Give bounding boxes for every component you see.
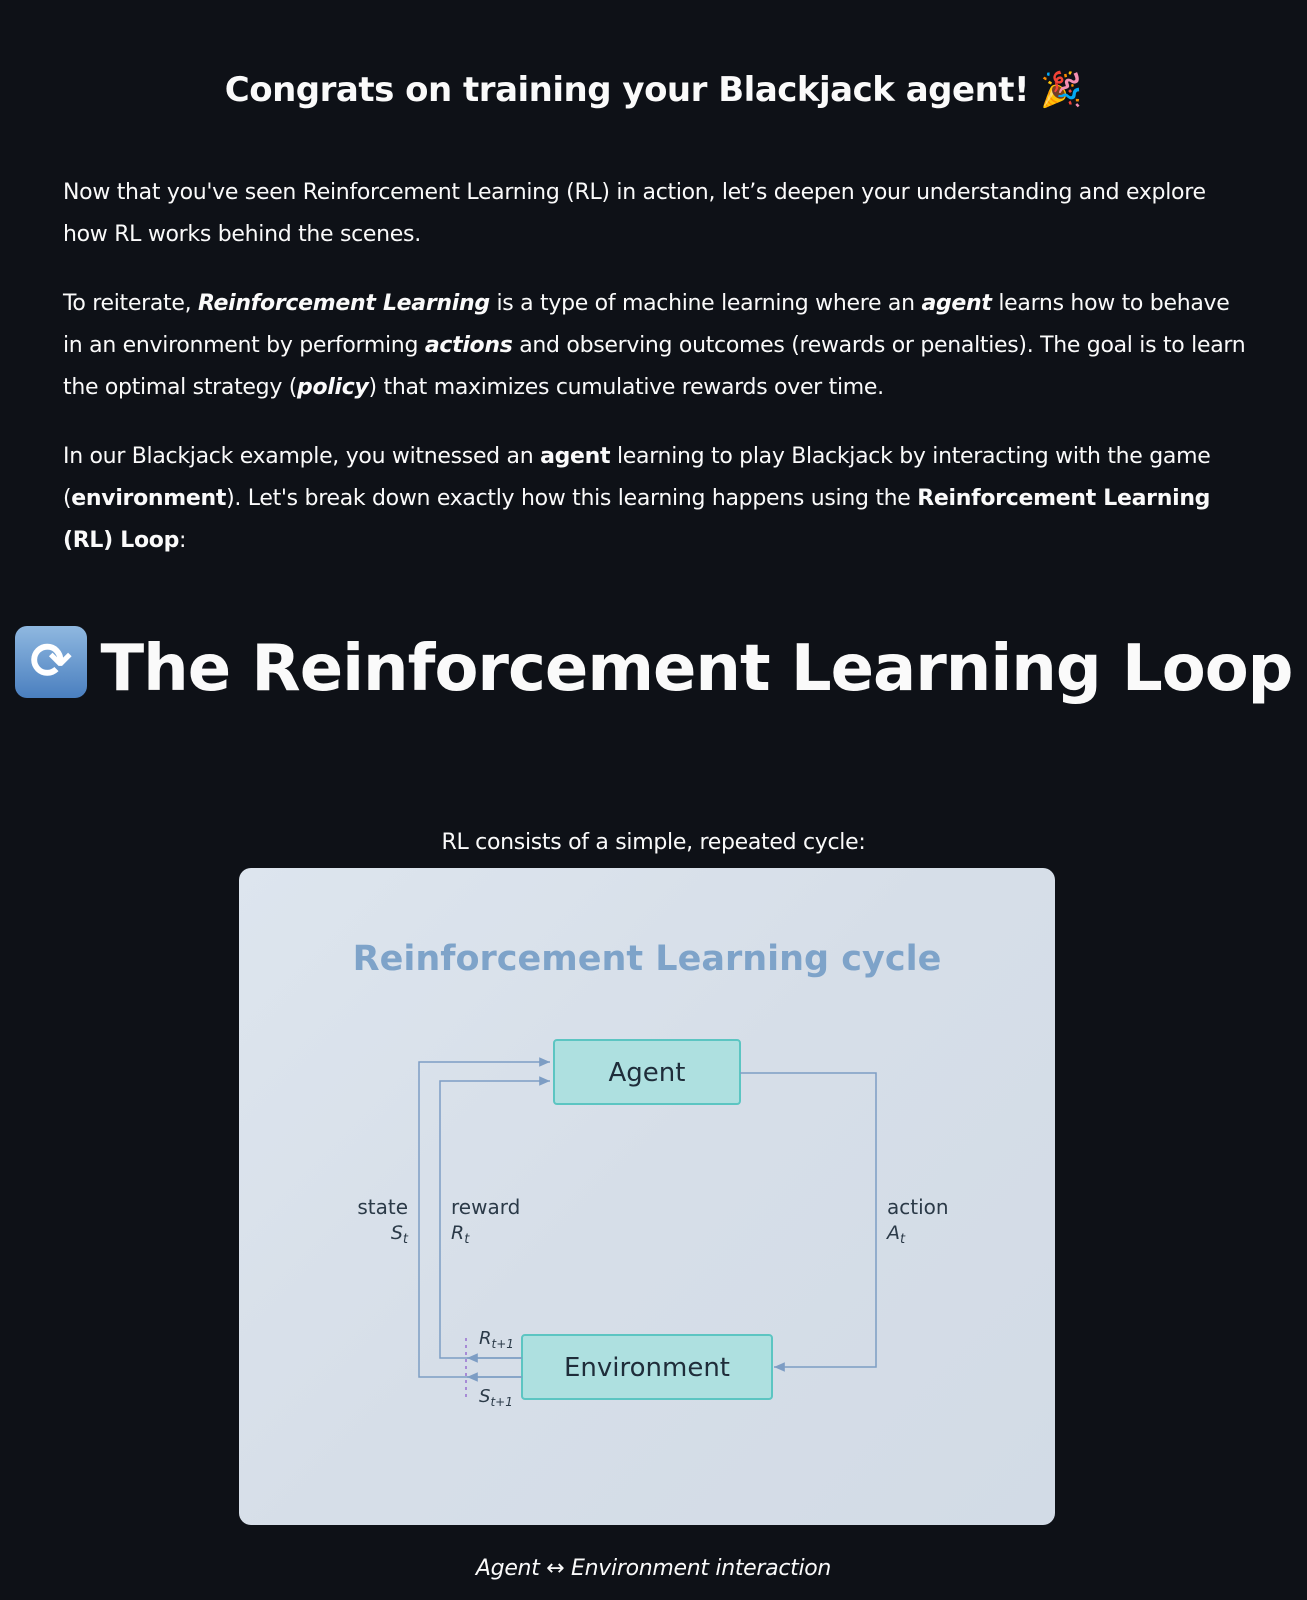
party-popper-icon: 🎉 bbox=[1040, 70, 1083, 110]
term-agent: agent bbox=[921, 291, 992, 316]
section-title-text: The Reinforcement Learning Loop bbox=[100, 632, 1294, 706]
reward-symbol: Rt bbox=[451, 1222, 470, 1247]
section-title: ⟳The Reinforcement Learning Loop bbox=[0, 624, 1307, 714]
diagram-title: Reinforcement Learning cycle bbox=[353, 939, 942, 979]
page-subheader: Congrats on training your Blackjack agen… bbox=[0, 70, 1307, 110]
reward-label: reward bbox=[451, 1195, 520, 1219]
term-reinforcement-learning: Reinforcement Learning bbox=[198, 291, 490, 316]
next-reward-symbol: Rt+1 bbox=[479, 1328, 514, 1351]
state-symbol: St bbox=[391, 1222, 409, 1247]
reward-arrow bbox=[439, 1076, 550, 1359]
subheader-text: Congrats on training your Blackjack agen… bbox=[224, 70, 1030, 110]
action-arrow bbox=[740, 1072, 877, 1372]
next-state-symbol: St+1 bbox=[479, 1386, 513, 1409]
term-policy: policy bbox=[297, 375, 369, 400]
term-agent-bold: agent bbox=[540, 444, 611, 469]
counterclockwise-arrows-icon: ⟳ bbox=[14, 626, 87, 698]
environment-box bbox=[521, 1334, 773, 1400]
agent-label: Agent bbox=[609, 1058, 686, 1088]
rl-cycle-svg: Reinforcement Learning cycle Agent Envir… bbox=[353, 939, 949, 1409]
term-actions: actions bbox=[424, 333, 513, 358]
intro-paragraph-2: To reiterate, Reinforcement Learning is … bbox=[63, 291, 1246, 400]
term-environment: environment bbox=[71, 486, 227, 511]
term-rl-loop: Reinforcement Learning (RL) Loop bbox=[63, 486, 1211, 553]
figure-caption: Agent ↔ Environment interaction bbox=[475, 1556, 832, 1581]
environment-label: Environment bbox=[564, 1353, 730, 1383]
intro-paragraph-1: Now that you've seen Reinforcement Learn… bbox=[63, 180, 1206, 247]
intro-paragraph-3: In our Blackjack example, you witnessed … bbox=[63, 444, 1211, 553]
section-caption: RL consists of a simple, repeated cycle: bbox=[441, 830, 866, 855]
action-symbol: At bbox=[885, 1222, 906, 1247]
rl-cycle-diagram: Reinforcement Learning cycle Agent Envir… bbox=[239, 868, 1055, 1525]
action-label: action bbox=[887, 1195, 949, 1219]
agent-box bbox=[553, 1039, 741, 1105]
state-label: state bbox=[357, 1195, 408, 1219]
